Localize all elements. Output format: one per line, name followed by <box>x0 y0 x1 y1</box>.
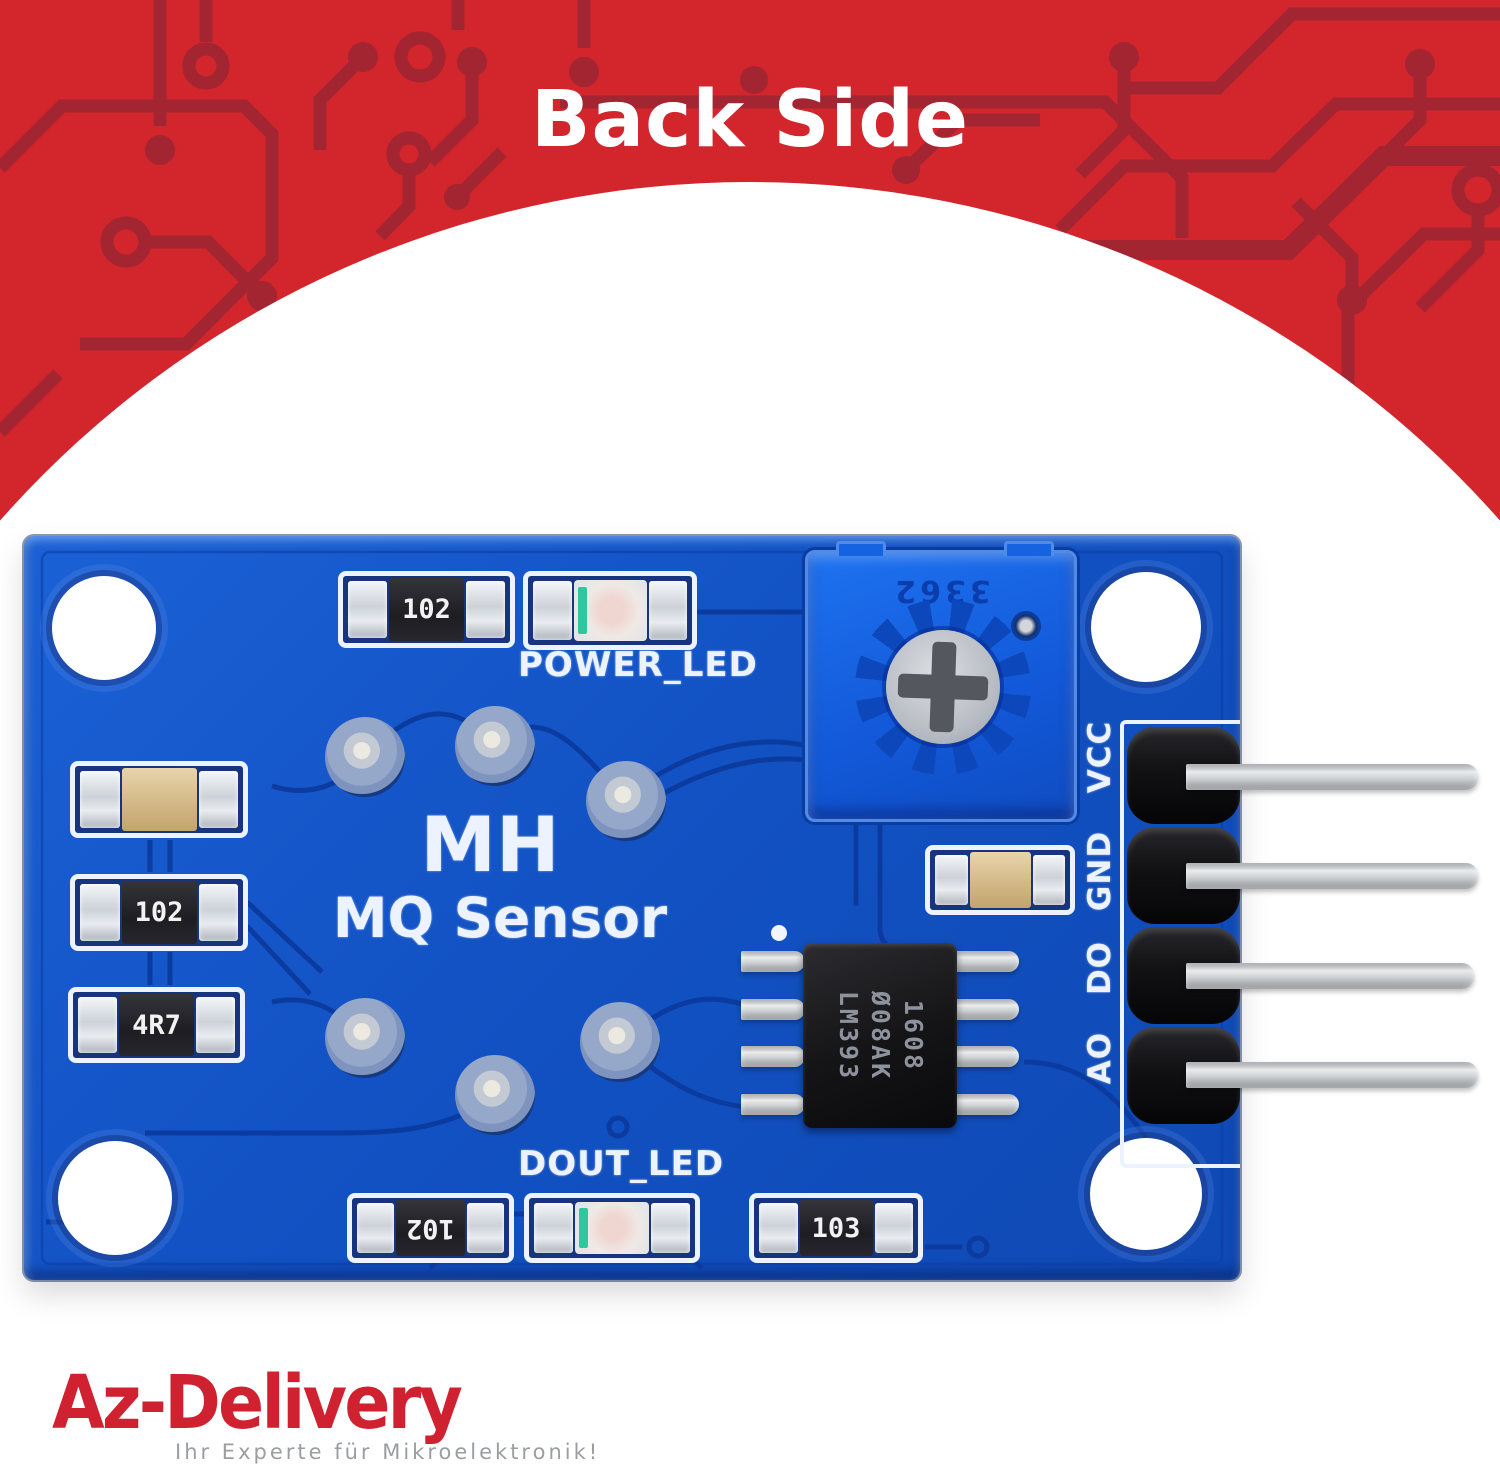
resistor-top: 102 <box>338 571 515 648</box>
pin-header-block <box>1127 727 1240 1163</box>
solder-pad <box>325 717 405 797</box>
pot-rotor[interactable] <box>886 630 1000 744</box>
resistor-left-mid: 102 <box>70 874 248 951</box>
brand-tagline: Ihr Experte für Mikroelektronik! <box>175 1440 601 1464</box>
dout-led <box>524 1193 700 1263</box>
ic-pin <box>955 999 1019 1020</box>
solder-pad <box>455 1055 535 1135</box>
mounting-hole-top-left <box>52 576 156 680</box>
header-silk-outline <box>1120 720 1240 1168</box>
resistor-label: 102 <box>406 1212 455 1244</box>
resistor-label: 102 <box>134 897 184 928</box>
ic-marking-line: LM393 <box>833 990 863 1081</box>
solder-cap <box>651 1203 690 1253</box>
pot-tab <box>836 541 886 556</box>
resistor-label: 103 <box>811 1212 861 1244</box>
solder-cap <box>935 855 968 905</box>
screw-cross-icon <box>929 641 957 733</box>
board-name: MH <box>420 800 560 889</box>
pot-tab <box>1004 541 1054 556</box>
capacitor-left <box>70 761 248 838</box>
solder-cap <box>198 771 238 828</box>
solder-cap <box>467 1203 504 1253</box>
silk-dot <box>771 925 787 941</box>
pot-screw-hole <box>1011 611 1041 641</box>
pin-label-ao: AO <box>1082 1031 1118 1085</box>
ic-marking-line: Ø08AK <box>866 990 896 1081</box>
mounting-hole-bottom-left <box>58 1141 172 1255</box>
ic-pin <box>741 951 805 972</box>
solder-pad <box>325 998 405 1078</box>
resistor-label: 4R7 <box>132 1009 181 1041</box>
resistor-left-bottom: 4R7 <box>68 987 245 1063</box>
power-led-label: POWER_LED <box>518 645 758 685</box>
solder-pad <box>455 706 535 786</box>
capacitor-body <box>121 768 197 831</box>
power-led <box>523 571 697 650</box>
trimmer-potentiometer[interactable]: 3362 <box>805 541 1077 822</box>
solder-cap <box>357 1203 394 1253</box>
solder-cap <box>348 581 388 638</box>
resistor-label: 102 <box>402 594 451 625</box>
resistor-bottom-left: 102 <box>347 1193 514 1263</box>
resistor-bottom-right: 103 <box>749 1193 923 1263</box>
solder-pad <box>580 1002 660 1082</box>
solder-cap <box>80 884 120 941</box>
mounting-hole-bottom-right <box>1090 1138 1202 1250</box>
header-pin-gnd <box>1186 863 1478 889</box>
solder-cap <box>533 581 572 640</box>
solder-cap <box>648 581 687 640</box>
header-pin-vcc <box>1186 764 1478 790</box>
solder-cap <box>195 997 235 1053</box>
ic-pin <box>741 999 805 1020</box>
solder-cap <box>1032 855 1065 905</box>
ic-marking-line: 1608 <box>898 999 928 1072</box>
header-pin-ao <box>1186 1062 1478 1088</box>
capacitor-right <box>925 845 1075 915</box>
ic-lm393: 1608 Ø08AK LM393 <box>803 943 957 1128</box>
led-dome <box>573 580 647 641</box>
solder-cap <box>78 997 118 1053</box>
ic-pin <box>955 1046 1019 1067</box>
ic-marking: 1608 Ø08AK LM393 <box>831 947 929 1125</box>
solder-cap <box>874 1203 913 1253</box>
solder-cap <box>759 1203 798 1253</box>
solder-pad <box>586 761 666 841</box>
ic-pin <box>955 951 1019 972</box>
brand-logo: Az-Delivery <box>52 1360 463 1446</box>
led-dome <box>575 1202 649 1254</box>
pin-label-vcc: VCC <box>1082 720 1118 794</box>
header-pin-do <box>1186 963 1474 989</box>
solder-cap <box>534 1203 573 1253</box>
ic-pin <box>741 1046 805 1067</box>
page-title: Back Side <box>531 75 969 165</box>
mounting-hole-top-right <box>1091 572 1201 682</box>
solder-cap <box>80 771 120 828</box>
solder-cap <box>465 581 505 638</box>
solder-cap <box>198 884 238 941</box>
dout-led-label: DOUT_LED <box>518 1144 725 1184</box>
capacitor-body <box>969 852 1031 908</box>
board-subtitle: MQ Sensor <box>332 886 668 950</box>
ic-pin <box>955 1094 1019 1115</box>
ic-pin <box>741 1094 805 1115</box>
